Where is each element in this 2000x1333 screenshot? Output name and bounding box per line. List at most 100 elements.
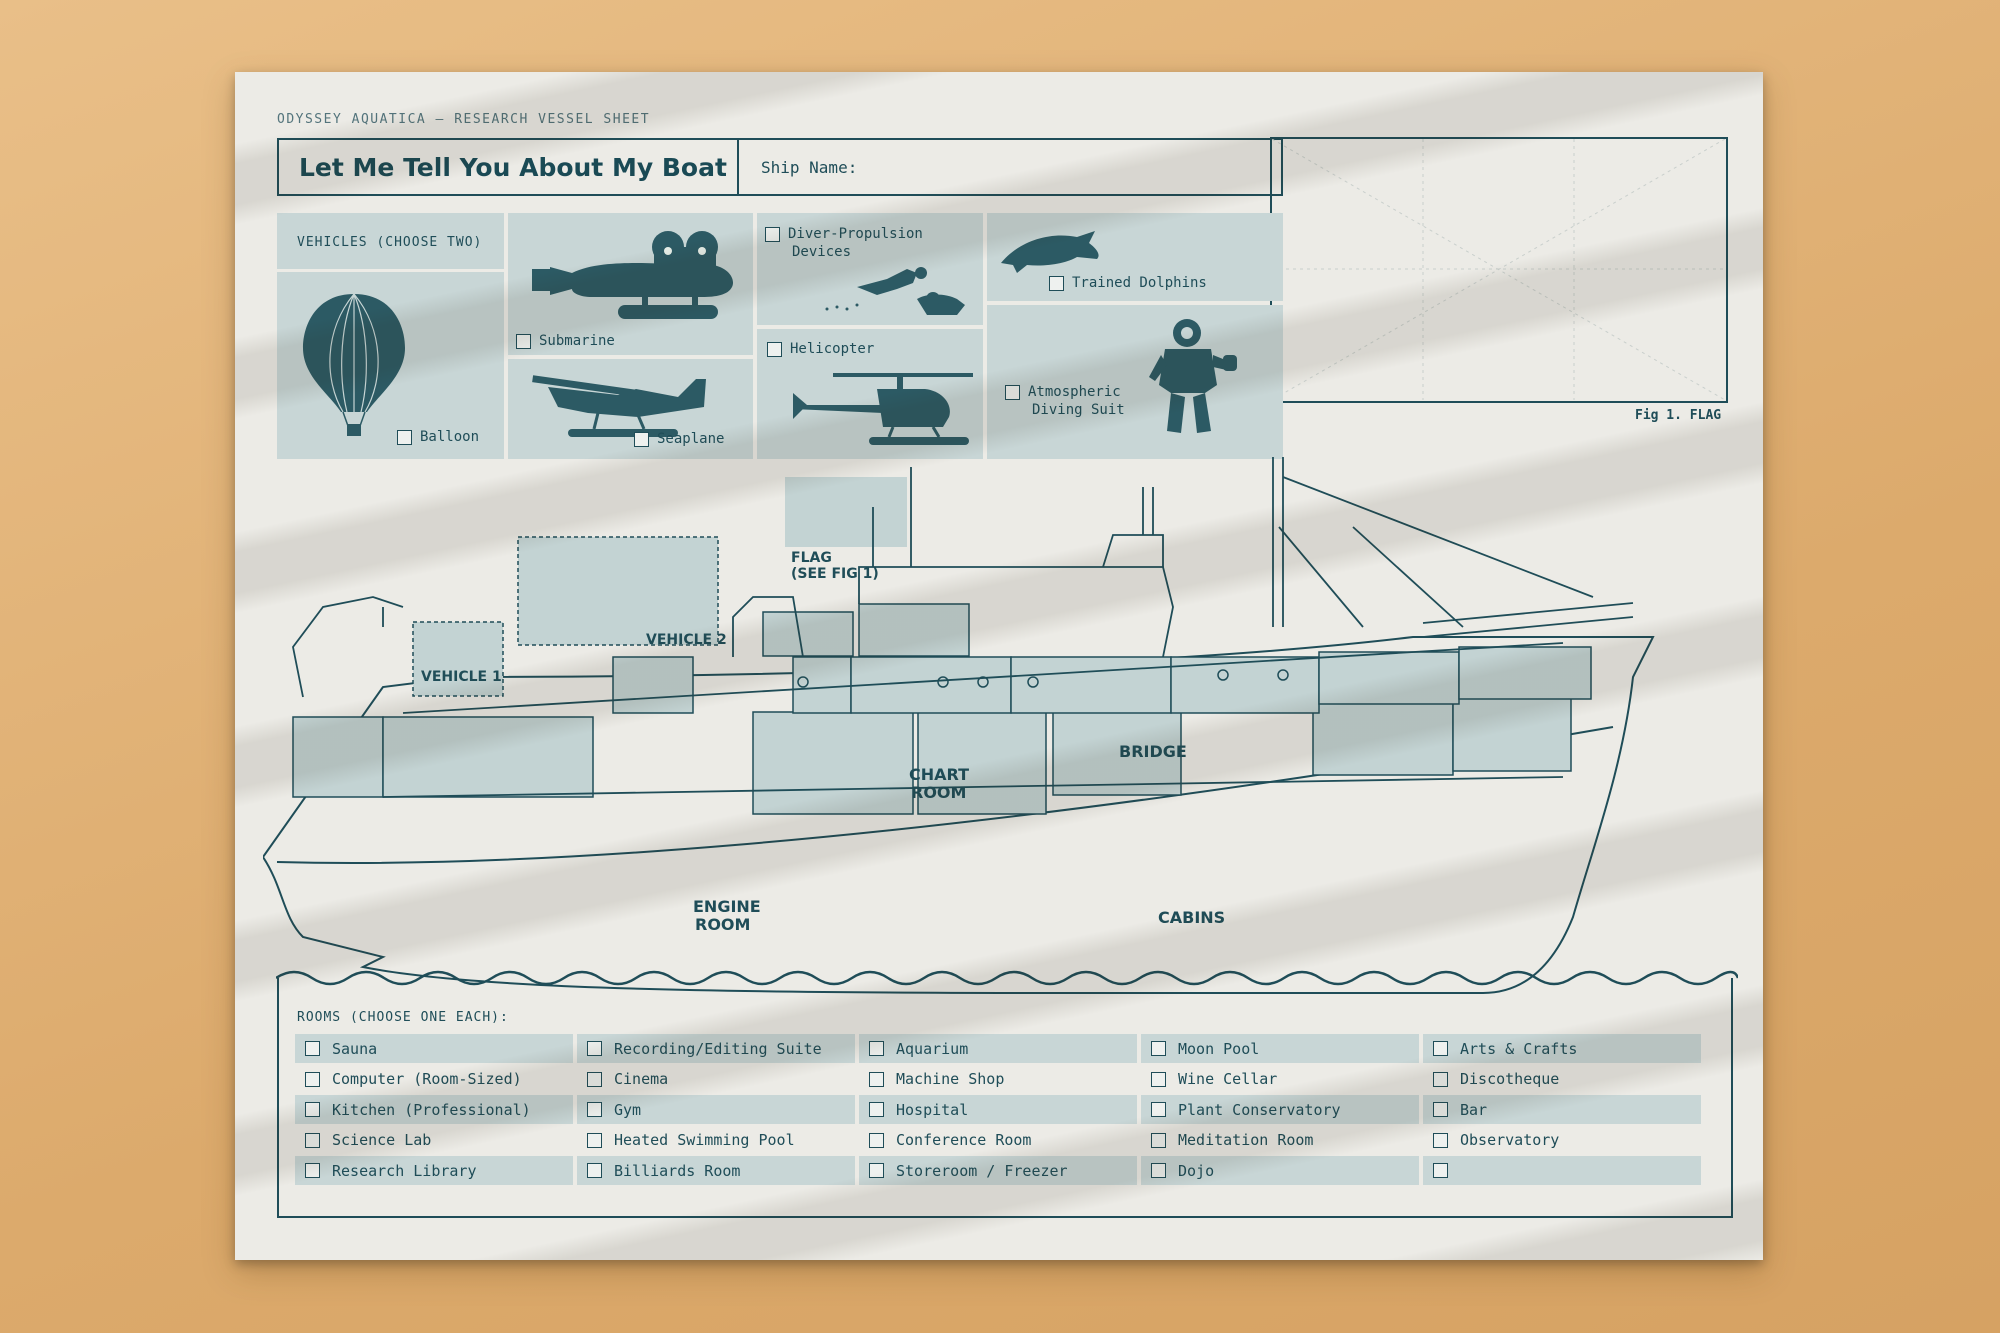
room-checkbox[interactable] bbox=[1433, 1163, 1448, 1179]
vehicle-diver-propulsion[interactable]: Diver-Propulsion Devices bbox=[757, 213, 983, 325]
vehicle-1-label: VEHICLE 1 bbox=[421, 669, 502, 685]
room-checkbox[interactable] bbox=[869, 1163, 884, 1179]
room-option[interactable]: Heated Swimming Pool bbox=[577, 1126, 855, 1155]
title-box: Let Me Tell You About My Boat Ship Name: bbox=[277, 138, 1283, 196]
helicopter-option[interactable]: Helicopter bbox=[767, 341, 874, 357]
room-checkbox[interactable] bbox=[1151, 1163, 1166, 1179]
seaplane-icon bbox=[532, 375, 706, 437]
vessel-sheet: ODYSSEY AQUATICA — RESEARCH VESSEL SHEET… bbox=[235, 72, 1763, 1260]
room-option[interactable]: Wine Cellar bbox=[1141, 1065, 1419, 1094]
room-option[interactable]: Plant Conservatory bbox=[1141, 1095, 1419, 1125]
room-option[interactable]: Science Lab bbox=[295, 1126, 573, 1155]
room-checkbox[interactable] bbox=[305, 1041, 320, 1056]
room-option[interactable]: Research Library bbox=[295, 1156, 573, 1186]
diver-icon bbox=[825, 267, 965, 315]
flag-placeholder bbox=[785, 477, 907, 547]
room-option[interactable]: Conference Room bbox=[859, 1126, 1137, 1155]
room-checkbox[interactable] bbox=[1433, 1132, 1448, 1148]
room-label: Machine Shop bbox=[896, 1070, 1005, 1089]
room-option[interactable]: Bar bbox=[1423, 1095, 1701, 1125]
room-option[interactable]: Discotheque bbox=[1423, 1065, 1701, 1094]
room-label: Aquarium bbox=[896, 1039, 969, 1058]
room-label: Kitchen (Professional) bbox=[332, 1100, 531, 1119]
seaplane-label: Seaplane bbox=[657, 431, 725, 447]
dolphins-option[interactable]: Trained Dolphins bbox=[1049, 275, 1207, 291]
ship-name-field[interactable]: Ship Name: bbox=[739, 140, 857, 194]
room-option[interactable]: Hospital bbox=[859, 1095, 1137, 1125]
room-option[interactable]: Storeroom / Freezer bbox=[859, 1156, 1137, 1186]
room-option[interactable]: Aquarium bbox=[859, 1034, 1137, 1063]
vehicle-seaplane[interactable]: Seaplane bbox=[508, 359, 753, 459]
room-checkbox[interactable] bbox=[305, 1163, 320, 1179]
ship-cross-section: FLAG (SEE FIG 1) VEHICLE 2 VEHICLE 1 CHA… bbox=[263, 457, 1655, 994]
vehicles-heading-cell: VEHICLES (CHOOSE TWO) bbox=[277, 213, 504, 269]
room-option[interactable]: Arts & Crafts bbox=[1423, 1034, 1701, 1063]
room-option[interactable]: Kitchen (Professional) bbox=[295, 1095, 573, 1125]
flag-label-1: FLAG bbox=[791, 550, 832, 566]
room-option[interactable]: Machine Shop bbox=[859, 1065, 1137, 1094]
room-checkbox[interactable] bbox=[305, 1132, 320, 1148]
vehicle-submarine[interactable]: Submarine bbox=[508, 213, 753, 355]
room-label: Billiards Room bbox=[614, 1161, 741, 1180]
room-checkbox[interactable] bbox=[1151, 1132, 1166, 1148]
room-checkbox[interactable] bbox=[869, 1132, 884, 1148]
room-checkbox[interactable] bbox=[305, 1071, 320, 1087]
diver-propulsion-option[interactable]: Diver-Propulsion Devices bbox=[765, 225, 923, 261]
room-checkbox[interactable] bbox=[1433, 1041, 1448, 1056]
room-checkbox[interactable] bbox=[305, 1102, 320, 1118]
rooms-row: Computer (Room-Sized) Cinema Machine Sho… bbox=[295, 1065, 1715, 1095]
room-checkbox[interactable] bbox=[1151, 1102, 1166, 1118]
helicopter-label: Helicopter bbox=[790, 341, 875, 357]
room-checkbox[interactable] bbox=[587, 1102, 602, 1118]
submarine-checkbox[interactable] bbox=[516, 333, 531, 349]
vehicle-diving-suit[interactable]: Atmospheric Diving Suit bbox=[987, 305, 1283, 459]
room-option[interactable]: Cinema bbox=[577, 1065, 855, 1094]
room-option[interactable]: Sauna bbox=[295, 1034, 573, 1063]
room-option[interactable]: Observatory bbox=[1423, 1126, 1701, 1155]
diver-propulsion-label-2: Devices bbox=[792, 244, 852, 260]
room-label: Arts & Crafts bbox=[1460, 1039, 1578, 1058]
room-checkbox[interactable] bbox=[869, 1102, 884, 1118]
room-label: Storeroom / Freezer bbox=[896, 1161, 1068, 1180]
room-option[interactable]: Billiards Room bbox=[577, 1156, 855, 1186]
room-checkbox[interactable] bbox=[1151, 1041, 1166, 1056]
room-checkbox[interactable] bbox=[1433, 1071, 1448, 1087]
room-checkbox[interactable] bbox=[587, 1132, 602, 1148]
room-option[interactable]: Moon Pool bbox=[1141, 1034, 1419, 1063]
room-checkbox[interactable] bbox=[587, 1071, 602, 1087]
room-checkbox[interactable] bbox=[869, 1041, 884, 1056]
vehicle-helicopter[interactable]: Helicopter bbox=[757, 329, 983, 459]
room-option[interactable]: Computer (Room-Sized) bbox=[295, 1065, 573, 1094]
dolphins-checkbox[interactable] bbox=[1049, 275, 1064, 291]
room-option[interactable]: Dojo bbox=[1141, 1156, 1419, 1186]
diving-suit-checkbox[interactable] bbox=[1005, 384, 1020, 400]
balloon-checkbox[interactable] bbox=[397, 429, 412, 445]
vehicle-dolphins[interactable]: Trained Dolphins bbox=[987, 213, 1283, 301]
room-label: Bar bbox=[1460, 1100, 1488, 1119]
room-label: Conference Room bbox=[896, 1131, 1032, 1150]
seaplane-checkbox[interactable] bbox=[634, 431, 649, 447]
room-checkbox[interactable] bbox=[869, 1071, 884, 1087]
diver-propulsion-checkbox[interactable] bbox=[765, 226, 780, 242]
diving-suit-option[interactable]: Atmospheric Diving Suit bbox=[1005, 383, 1125, 419]
balloon-option[interactable]: Balloon bbox=[397, 429, 479, 445]
diving-suit-label-2: Diving Suit bbox=[1032, 402, 1125, 418]
room-checkbox[interactable] bbox=[1151, 1071, 1166, 1087]
flag-drawing-frame[interactable] bbox=[1270, 137, 1728, 403]
room-checkbox[interactable] bbox=[587, 1041, 602, 1056]
room-option[interactable]: Gym bbox=[577, 1095, 855, 1125]
room-option[interactable]: Recording/Editing Suite bbox=[577, 1034, 855, 1063]
wave-border bbox=[276, 970, 1738, 986]
vehicle-balloon[interactable]: Balloon bbox=[277, 272, 504, 459]
room-checkbox[interactable] bbox=[587, 1163, 602, 1179]
room-option-blank[interactable] bbox=[1423, 1156, 1701, 1186]
submarine-option[interactable]: Submarine bbox=[516, 333, 615, 349]
seaplane-option[interactable]: Seaplane bbox=[634, 431, 724, 447]
room-label: Meditation Room bbox=[1178, 1131, 1314, 1150]
room-label: Dojo bbox=[1178, 1161, 1215, 1180]
rooms-panel: ROOMS (CHOOSE ONE EACH): Sauna Recording… bbox=[276, 970, 1738, 1218]
room-checkbox[interactable] bbox=[1433, 1102, 1448, 1118]
hull-room-midship bbox=[752, 711, 914, 815]
room-option[interactable]: Meditation Room bbox=[1141, 1126, 1419, 1155]
helicopter-checkbox[interactable] bbox=[767, 341, 782, 357]
